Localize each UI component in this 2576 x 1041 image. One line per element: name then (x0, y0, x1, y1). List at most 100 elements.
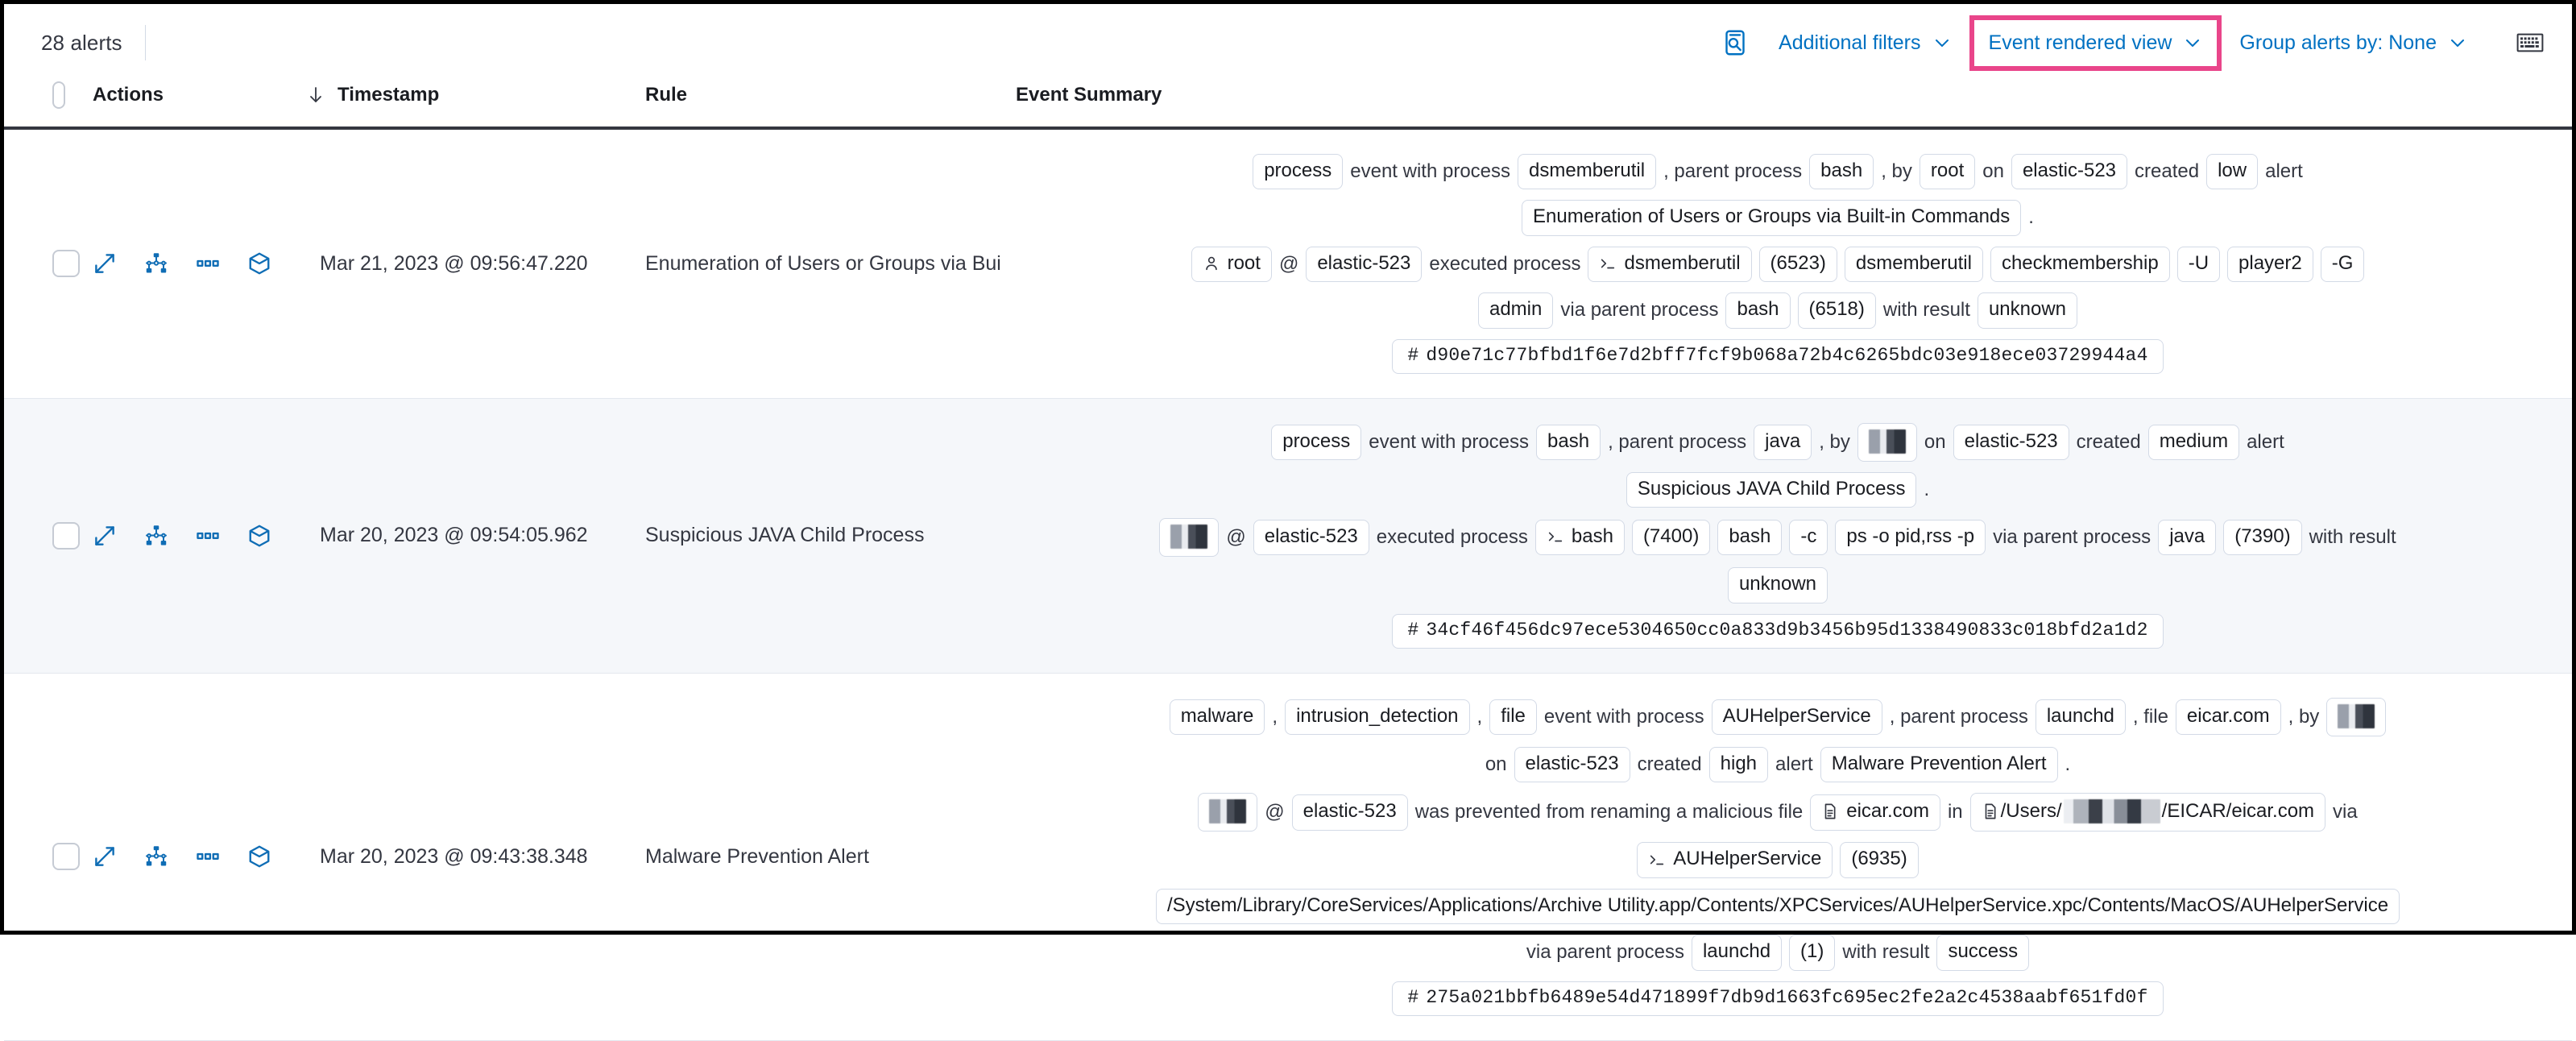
summary-chip[interactable]: AUHelperService (1637, 842, 1833, 878)
timestamp-cell: Mar 20, 2023 @ 09:43:38.348 (307, 673, 645, 1040)
expand-icon[interactable] (93, 251, 117, 276)
summary-chip[interactable]: root (1191, 246, 1272, 283)
summary-chip[interactable]: (1) (1789, 935, 1836, 971)
summary-chip[interactable]: (7400) (1631, 520, 1711, 556)
summary-chip[interactable]: java (2158, 520, 2217, 556)
rule-name[interactable]: Malware Prevention Alert (645, 844, 869, 868)
summary-text: on (1924, 430, 1946, 453)
expand-icon[interactable] (93, 524, 117, 548)
summary-chip[interactable]: bash (1725, 292, 1791, 329)
chip-label: AUHelperService (1673, 848, 1822, 870)
summary-chip[interactable]: eicar.com (2175, 699, 2281, 736)
more-actions-icon[interactable] (196, 251, 220, 276)
more-actions-icon[interactable] (196, 524, 220, 548)
summary-chip[interactable]: (6518) (1797, 292, 1876, 329)
analyzer-icon[interactable] (144, 251, 168, 276)
event-hash-chip[interactable]: #275a021bbfb6489e54d471899f7db9d1663fc69… (1392, 981, 2164, 1016)
summary-chip[interactable]: (6523) (1758, 246, 1837, 283)
summary-chip[interactable]: bash (1717, 520, 1783, 556)
event-summary-header[interactable]: Event Summary (1016, 81, 2572, 128)
file-path-chip[interactable]: /Users//EICAR/eicar.com (1969, 793, 2326, 832)
summary-chip[interactable]: checkmembership (1990, 246, 2170, 283)
summary-chip[interactable]: success (1936, 935, 2030, 971)
summary-chip[interactable]: Enumeration of Users or Groups via Built… (1522, 200, 2022, 236)
analyzer-icon[interactable] (144, 844, 168, 869)
summary-chip[interactable]: launchd (1691, 935, 1783, 971)
summary-chip[interactable]: intrusion_detection (1285, 699, 1470, 736)
summary-chip[interactable]: bash (1809, 154, 1874, 190)
summary-chip[interactable]: ps -o pid,rss -p (1835, 520, 1986, 556)
expand-icon[interactable] (93, 844, 117, 869)
redacted-value-chip[interactable] (1159, 518, 1220, 558)
summary-chip[interactable]: /System/Library/CoreServices/Application… (1155, 888, 2400, 925)
keyboard-shortcuts-icon[interactable] (2506, 22, 2554, 64)
summary-chip[interactable]: (7390) (2223, 520, 2302, 556)
summary-chip[interactable]: dsmemberutil (1588, 246, 1752, 283)
event-rendered-view-button[interactable]: Event rendered view (1984, 31, 2208, 55)
summary-chip[interactable]: AUHelperService (1711, 699, 1882, 736)
summary-chip[interactable]: bash (1536, 424, 1601, 461)
file-icon (1982, 803, 1999, 820)
row-checkbox[interactable] (52, 521, 80, 550)
summary-chip[interactable]: dsmemberutil (1518, 154, 1657, 190)
rule-header[interactable]: Rule (645, 81, 1016, 128)
summary-chip[interactable]: Malware Prevention Alert (1820, 746, 2058, 783)
summary-chip[interactable]: player2 (2227, 246, 2313, 283)
session-view-icon[interactable] (247, 251, 271, 276)
summary-chip[interactable]: -G (2320, 246, 2365, 283)
row-checkbox[interactable] (52, 843, 80, 871)
summary-chip[interactable]: elastic-523 (1953, 424, 2069, 461)
summary-chip[interactable]: dsmemberutil (1844, 246, 1983, 283)
additional-filters-button[interactable]: Additional filters (1767, 27, 1962, 60)
summary-chip[interactable]: high (1708, 746, 1769, 783)
select-all-checkbox[interactable] (52, 81, 65, 109)
summary-chip[interactable]: elastic-523 (2011, 154, 2128, 190)
event-rendered-view-highlight: Event rendered view (1969, 15, 2222, 71)
summary-chip[interactable]: -c (1789, 520, 1828, 556)
redacted-value-chip[interactable] (1198, 793, 1258, 832)
chip-label: -U (2188, 251, 2209, 274)
summary-chip[interactable]: low (2206, 154, 2259, 190)
row-checkbox[interactable] (52, 250, 80, 278)
summary-chip[interactable]: process (1253, 154, 1344, 190)
summary-chip[interactable]: unknown (1977, 292, 2078, 329)
chip-label: file (1501, 704, 1526, 727)
chevron-down-icon (2448, 33, 2467, 52)
group-alerts-by-button[interactable]: Group alerts by: None (2228, 27, 2479, 60)
summary-chip[interactable]: (6935) (1840, 842, 1919, 878)
summary-chip[interactable]: medium (2147, 424, 2240, 461)
summary-chip[interactable]: -U (2176, 246, 2221, 283)
rule-name[interactable]: Enumeration of Users or Groups via Bui (645, 251, 1001, 275)
summary-chip[interactable]: elastic-523 (1514, 746, 1630, 783)
summary-chip[interactable]: elastic-523 (1253, 520, 1369, 556)
summary-chip[interactable]: root (1919, 154, 1976, 190)
summary-chip[interactable]: malware (1169, 699, 1265, 736)
more-actions-icon[interactable] (196, 844, 220, 869)
summary-chip[interactable]: process (1271, 424, 1362, 461)
rule-name[interactable]: Suspicious JAVA Child Process (645, 524, 925, 547)
summary-chip[interactable]: Suspicious JAVA Child Process (1626, 471, 1917, 508)
redacted-value-chip[interactable] (1857, 422, 1917, 462)
rule-cell: Enumeration of Users or Groups via Bui (645, 128, 1016, 398)
inspect-search-icon[interactable] (1714, 22, 1756, 64)
analyzer-icon[interactable] (144, 524, 168, 548)
summary-chip[interactable]: unknown (1727, 567, 1828, 603)
summary-chip[interactable]: elastic-523 (1291, 794, 1408, 831)
summary-chip[interactable]: file (1489, 699, 1537, 736)
session-view-icon[interactable] (247, 844, 271, 869)
event-hash-chip[interactable]: #d90e71c77bfbd1f6e7d2bff7fcf9b068a72b4c6… (1392, 338, 2164, 374)
summary-chip[interactable]: java (1754, 424, 1812, 461)
summary-chip[interactable]: admin (1477, 292, 1554, 329)
event-hash-chip[interactable]: #34cf46f456dc97ece5304650cc0a833d9b3456b… (1392, 613, 2164, 649)
timestamp-header[interactable]: Timestamp (307, 81, 645, 128)
summary-chip[interactable]: eicar.com (1810, 794, 1940, 831)
summary-chip[interactable]: elastic-523 (1306, 246, 1423, 283)
session-view-icon[interactable] (247, 524, 271, 548)
redacted-value-chip[interactable] (2326, 697, 2387, 736)
summary-chip[interactable]: bash (1534, 520, 1625, 556)
summary-chip[interactable]: launchd (2035, 699, 2126, 736)
